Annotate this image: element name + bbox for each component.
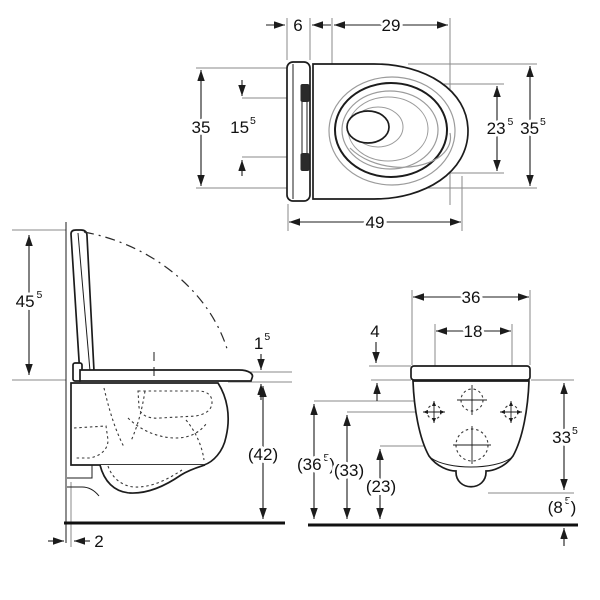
open-lid-side [70,229,95,378]
dim-bowl-depth-29: 29 [334,13,448,38]
dim-label-body-height: 335 [552,425,578,447]
dim-label-bowl-depth: 29 [382,16,401,35]
dim-cover-height-4: 4 [367,319,383,401]
ceramic-cover-rear [410,365,531,381]
dim-fixing-height-33: (33) [331,415,367,519]
pan-body-side [70,382,229,466]
dim-label-lid-depth: 6 [293,16,302,35]
trap-underside [99,464,206,494]
dim-body-width-36: 36 [413,285,529,310]
dim-label-rim-height: (42) [248,445,278,464]
dim-label-hinge-spacing: 155 [230,115,256,137]
pan-internal-dotted [73,387,213,488]
dim-label-outer-width: 355 [520,116,546,138]
dim-label-fixing-spacing: 18 [464,322,483,341]
seat-side [79,369,254,382]
seat-hinge-left [300,84,310,102]
side-view-fixture [64,222,285,543]
dim-label-body-width: 36 [462,288,481,307]
fixing-hole-left [423,401,445,423]
lid-swing-arc [83,231,229,353]
top-view-fixture [286,61,469,202]
bowl-channel-contour [349,132,452,168]
dim-label-wall-gap: 2 [94,532,103,551]
dim-label-fixing-height: (33) [334,461,364,480]
dim-rim-height-42: (42) [245,386,281,519]
outlet-hole [453,426,491,464]
dim-hinge-spacing-15-5: 155 [227,80,259,176]
dim-label-cover-height: 4 [370,322,379,341]
dim-fixing-spacing-18: 18 [436,319,511,344]
dim-seat-thickness-1-5: 15 [251,328,273,400]
dim-label-total-depth: 49 [366,213,385,232]
fixing-hole-right [500,401,522,423]
bowl-rim [334,82,448,178]
outlet-stub [67,465,100,497]
dim-wall-gap-2: 2 [48,529,107,554]
pan-body-rear [412,380,530,488]
seat-hinge-right [300,153,310,171]
dim-outer-width-35-5: 355 [517,66,549,186]
dim-label-seat-thickness: 15 [254,331,270,353]
dim-lid-depth-6: 6 [266,13,331,38]
rear-view-fixture [308,365,578,527]
seat-ring-contour [328,76,456,186]
dim-total-depth-49: 49 [289,210,461,235]
dim-outlet-height-23: (23) [363,449,399,519]
dim-lid-width-35: 35 [189,70,213,186]
water-inlet-hole [457,385,487,415]
dim-label-lid-width: 35 [192,118,211,137]
dim-body-height-33-5: 335 [549,383,581,490]
shroud-inner-arc [430,457,512,468]
dim-label-outlet-height: (23) [366,477,396,496]
sump [346,110,390,144]
